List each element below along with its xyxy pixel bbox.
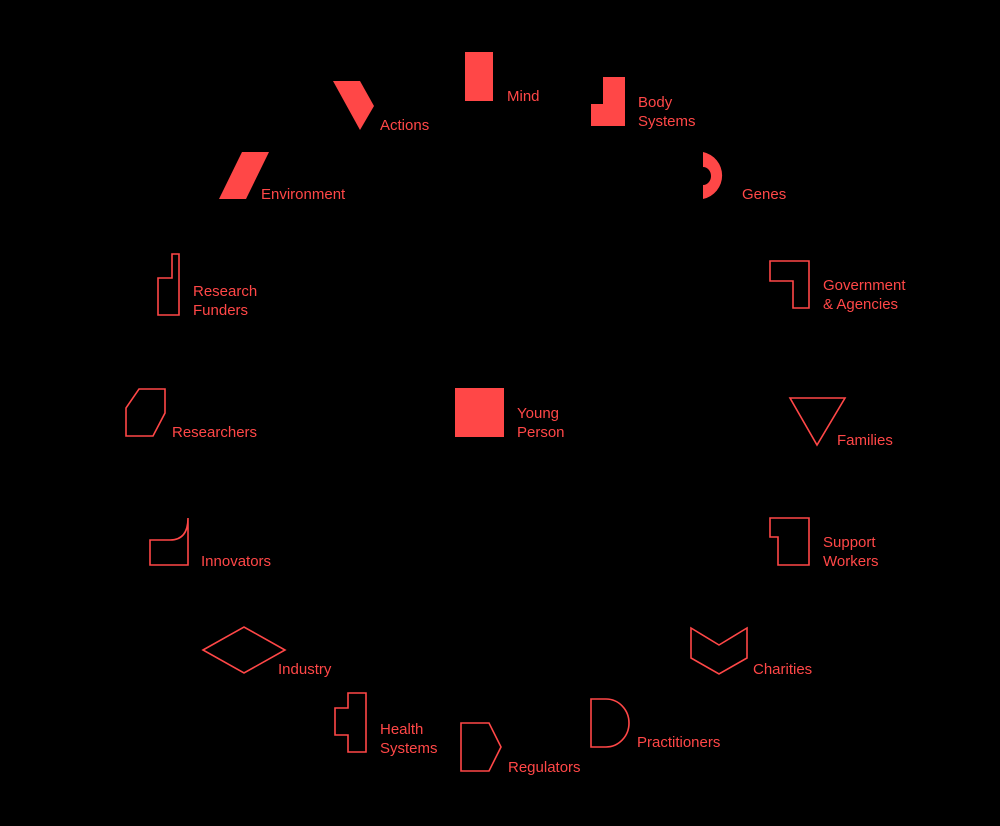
outline-diamond-icon <box>201 626 287 674</box>
node-mind-label: Mind <box>507 87 540 106</box>
node-charities-label: Charities <box>753 660 812 679</box>
filled-tall-rectangle-icon <box>465 52 493 101</box>
node-health-systems-label-line-2: Systems <box>380 740 438 757</box>
node-actions-label-line-1: Actions <box>380 117 430 134</box>
outline-tall-step-icon <box>157 253 180 316</box>
node-health-systems-label: Health Systems <box>380 720 438 758</box>
node-regulators-label-line-1: Regulators <box>508 759 581 776</box>
filled-square-icon <box>455 388 504 437</box>
node-industry-label-line-1: Industry <box>278 661 332 678</box>
outline-d-shape-icon <box>590 698 630 748</box>
node-families-label: Families <box>837 431 893 450</box>
node-environment-label: Environment <box>261 185 345 204</box>
outline-stepped-column-icon <box>334 692 367 753</box>
outline-notched-block-icon <box>769 517 810 566</box>
node-practitioners-label-line-1: Practitioners <box>637 734 721 751</box>
filled-parallelogram-icon <box>219 152 269 199</box>
node-actions-label: Actions <box>380 116 429 135</box>
node-research-funders-label-line-2: Funders <box>193 302 249 319</box>
node-genes-label-line-1: Genes <box>742 186 787 203</box>
node-environment-label-line-1: Environment <box>261 186 346 203</box>
node-regulators-label: Regulators <box>508 758 581 777</box>
node-mind-label-line-1: Mind <box>507 88 540 105</box>
outline-arrow-pentagon-icon <box>460 722 502 772</box>
outline-curved-corner-icon <box>149 517 189 566</box>
outline-chevron-pentagon-icon <box>690 626 748 675</box>
filled-d-notch-icon <box>703 152 723 199</box>
outline-corner-bracket-icon <box>769 260 810 309</box>
center-label: Young Person <box>517 404 565 442</box>
outline-down-triangle-icon <box>788 397 847 447</box>
node-industry-label: Industry <box>278 660 331 679</box>
node-genes-label: Genes <box>742 185 786 204</box>
node-charities-label-line-1: Charities <box>753 661 813 678</box>
center-label-line-1: Young <box>517 405 559 422</box>
node-innovators-label: Innovators <box>201 552 271 571</box>
node-government-agencies-label-line-1: Government <box>823 277 906 294</box>
node-researchers-label: Researchers <box>172 423 257 442</box>
center-label-line-2: Person <box>517 424 565 441</box>
node-support-workers-label-line-1: Support <box>823 534 876 551</box>
filled-slanted-wedge-icon <box>333 81 374 130</box>
node-support-workers-label: Support Workers <box>823 533 879 571</box>
node-body-systems-label: Body Systems <box>638 93 696 131</box>
node-research-funders-label-line-1: Research <box>193 283 258 300</box>
outline-cut-corner-icon <box>125 388 166 437</box>
node-government-agencies-label: Government & Agencies <box>823 276 906 314</box>
node-health-systems-label-line-1: Health <box>380 721 424 738</box>
filled-step-block-icon <box>591 77 625 126</box>
node-government-agencies-label-line-2: & Agencies <box>823 296 899 313</box>
node-practitioners-label: Practitioners <box>637 733 720 752</box>
node-body-systems-label-line-1: Body <box>638 94 673 111</box>
node-support-workers-label-line-2: Workers <box>823 553 879 570</box>
node-research-funders-label: Research Funders <box>193 282 257 320</box>
node-innovators-label-line-1: Innovators <box>201 553 272 570</box>
node-families-label-line-1: Families <box>837 432 893 449</box>
node-researchers-label-line-1: Researchers <box>172 424 258 441</box>
node-body-systems-label-line-2: Systems <box>638 113 696 130</box>
